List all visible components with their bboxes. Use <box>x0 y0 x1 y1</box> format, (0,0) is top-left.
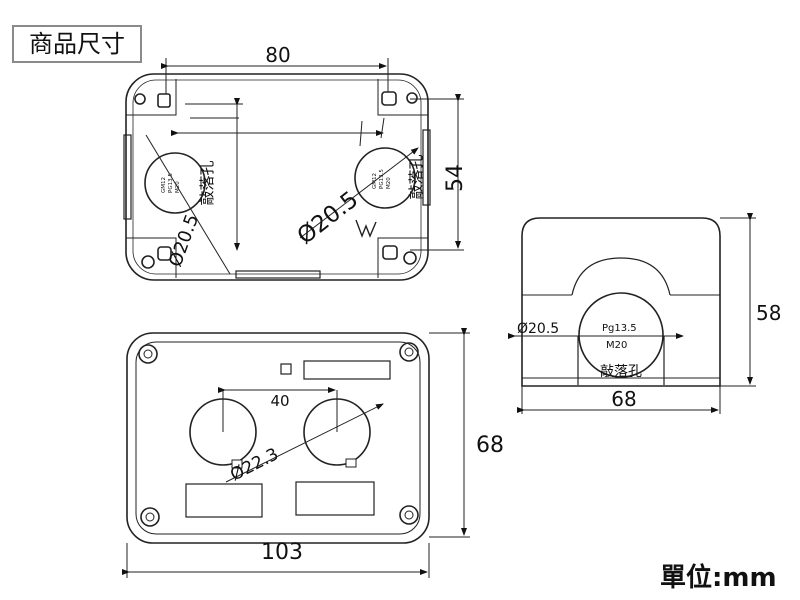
side-thread-label-2: M20 <box>606 340 627 351</box>
corner-boss-top-right <box>377 79 428 116</box>
corner-boss-top-left <box>126 79 177 116</box>
bottom-view <box>122 328 470 578</box>
side-hole-diameter-label: Ø20.5 <box>517 321 559 337</box>
hole-mark-right-2: PG13.5 <box>379 169 385 189</box>
screw-hole-top-left-outer <box>134 93 146 105</box>
ref-line-3 <box>359 120 363 147</box>
bottom-view-inner-outline <box>135 341 421 535</box>
button-hole-right-notch <box>345 458 357 468</box>
dim-68-side-label: 68 <box>611 387 636 411</box>
corner-screw-bottom-left <box>140 507 160 527</box>
hole-diameter-label-right: Ø20.5 <box>293 187 364 250</box>
dim-80-label: 80 <box>265 43 290 67</box>
screw-hole-bottom-right-outer <box>403 251 417 265</box>
screw-hole-bottom-left <box>157 246 172 261</box>
title-box: 商品尺寸 <box>12 25 142 63</box>
dim-40-label: 40 <box>270 392 289 410</box>
screw-hole-top-left <box>157 93 171 108</box>
top-view-inner-outline <box>132 79 422 275</box>
top-view <box>123 58 464 281</box>
corner-boss-bottom-right <box>377 237 428 278</box>
screw-hole-top-right-outer <box>406 92 418 104</box>
side-thread-label-1: Pg13.5 <box>602 323 637 334</box>
top-view-outline <box>125 73 429 281</box>
side-view <box>508 213 756 414</box>
hole-mark-left-3: M20 <box>175 181 181 193</box>
top-view-left-tab <box>123 134 132 220</box>
ref-line-4 <box>380 117 385 139</box>
top-view-bottom-tab <box>235 270 321 279</box>
bottom-label-slot <box>303 360 391 380</box>
title-text: 商品尺寸 <box>29 30 125 58</box>
label-window-right <box>295 481 375 516</box>
knockout-hole-left <box>144 152 206 214</box>
knockout-label-right: 敲落孔 <box>407 154 425 199</box>
dim-54-label: 54 <box>443 164 468 192</box>
hole-mark-left-2: PG13.5 <box>168 173 174 193</box>
hole-mark-right-3: M20 <box>386 177 392 189</box>
mold-mark <box>355 219 377 238</box>
top-view-right-tab <box>422 129 431 206</box>
diameter-line-left <box>145 134 231 275</box>
dim-58-label: 58 <box>756 301 781 325</box>
knockout-label-left: 敲落孔 <box>198 160 216 205</box>
hole-mark-right-1: GM12 <box>372 173 378 189</box>
dim-103-label: 103 <box>261 540 303 565</box>
corner-screw-top-right <box>399 342 419 362</box>
hole-mark-left-1: GM12 <box>161 177 167 193</box>
screw-hole-bottom-right <box>382 245 398 260</box>
diameter-line-right <box>299 147 419 239</box>
hole-marks-left: GM12 PG13.5 M20 <box>161 173 181 193</box>
corner-screw-bottom-right <box>399 505 419 525</box>
label-window-left <box>185 483 263 518</box>
bottom-view-labels: 40 Ø22.3 68 103 <box>227 392 504 565</box>
bottom-hole-diameter-label: Ø22.3 <box>227 444 282 485</box>
corner-screws <box>138 342 419 527</box>
hole-marks-right: GM12 PG13.5 M20 <box>372 169 392 189</box>
button-hole-left-notch <box>231 459 243 469</box>
side-knockout-label: 敲落孔 <box>600 363 642 380</box>
bottom-square-mark <box>280 363 292 375</box>
unit-label: 單位:mm <box>660 563 777 593</box>
bottom-diameter-line <box>225 403 384 483</box>
dim-68-label: 68 <box>476 433 504 458</box>
screw-hole-top-right <box>381 91 397 106</box>
hole-diameter-label-left: Ø20.5 <box>165 212 203 270</box>
side-view-arch <box>571 257 671 296</box>
side-view-outline <box>521 217 721 387</box>
bottom-view-outline <box>126 332 430 544</box>
corner-screw-top-left <box>138 344 158 364</box>
knockout-hole-right <box>354 147 416 209</box>
corner-boss-bottom-left <box>126 237 177 278</box>
side-view-labels: Ø20.5 Pg13.5 M20 敲落孔 58 68 <box>517 301 781 411</box>
screw-hole-bottom-left-outer <box>141 255 155 269</box>
